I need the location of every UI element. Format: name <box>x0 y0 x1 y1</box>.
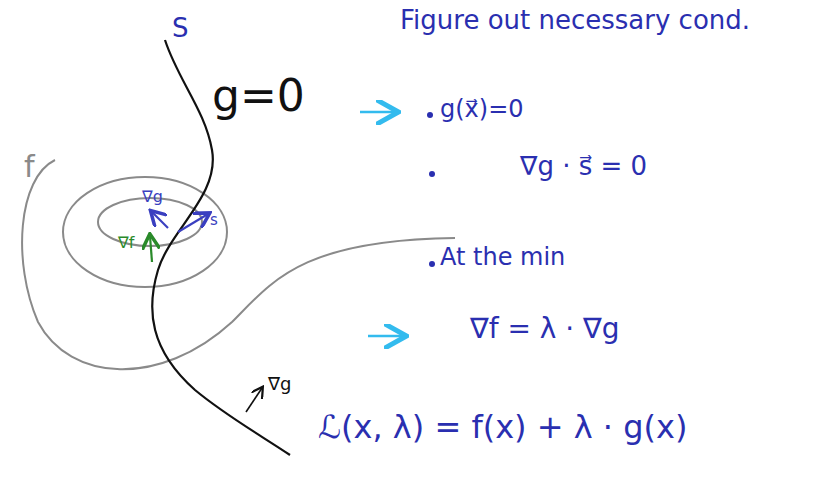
curve-label: S <box>172 14 189 43</box>
curve-label: g=0 <box>212 72 305 120</box>
heading-note: Figure out necessary cond. <box>400 6 750 35</box>
condition-text: ∇g · s⃗ = 0 <box>520 152 647 181</box>
pointer-arrow <box>368 335 404 338</box>
gradient-arrow <box>246 388 262 412</box>
bullet <box>429 261 435 267</box>
vector-label: ∇g <box>142 188 163 206</box>
condition-text: At the min <box>440 244 565 270</box>
bullet <box>429 171 435 177</box>
vector-label: ∇f <box>118 234 134 252</box>
condition-text: ∇f = λ · ∇g <box>470 314 620 345</box>
pointer-arrow <box>360 111 396 114</box>
lagrangian-formula: ℒ(x, λ) = f(x) + λ · g(x) <box>318 410 687 445</box>
gradient-arrow <box>150 236 152 262</box>
gradient-arrow <box>152 212 168 228</box>
vector-label: s <box>210 212 218 229</box>
condition-text: g(x⃗)=0 <box>440 96 524 122</box>
contour-line <box>22 160 455 369</box>
vector-label: ∇g <box>268 374 291 394</box>
tangent-arrow <box>178 214 208 232</box>
bullet <box>427 112 433 118</box>
function-label: f <box>24 150 35 183</box>
